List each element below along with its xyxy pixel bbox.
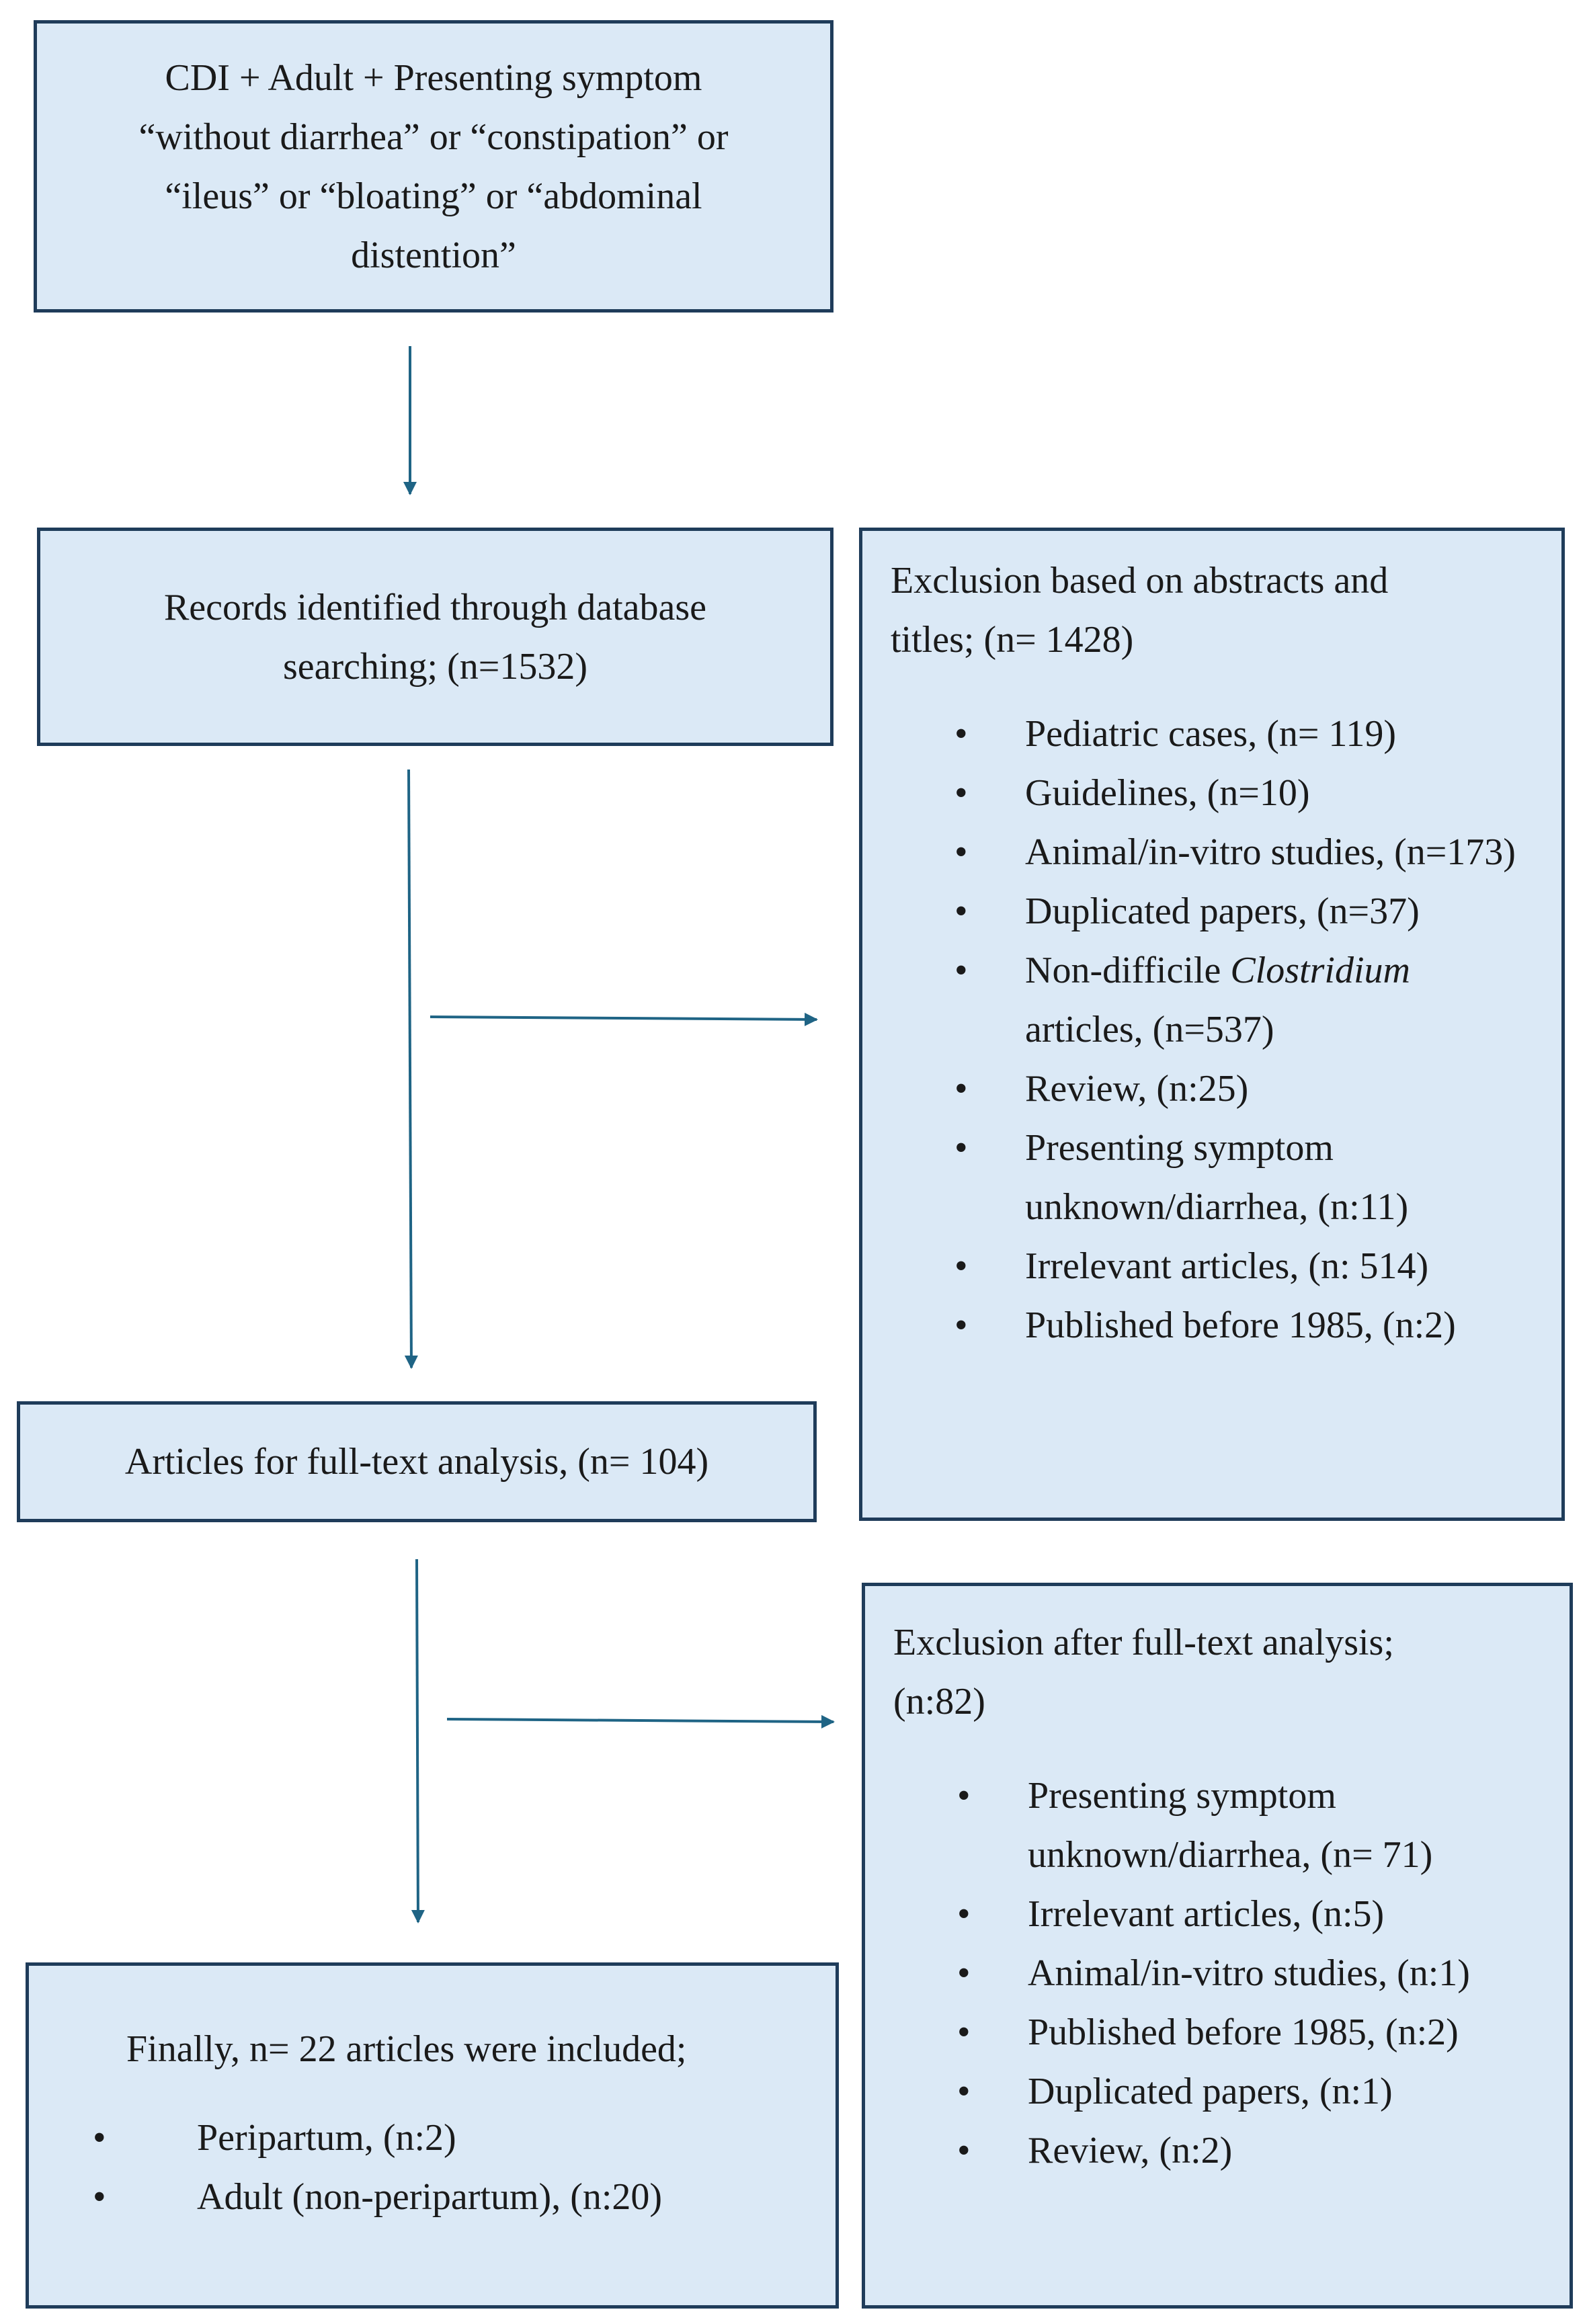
list-item: Presenting symptom unknown/diarrhea, (n=… [893,1766,1543,1884]
included-heading: Finally, n= 22 articles were included; [126,2028,687,2070]
list-item: Animal/in-vitro studies, (n:1) [893,1944,1543,2003]
list-item: Presenting symptom unknown/diarrhea, (n:… [891,1118,1535,1237]
arrow-to-exclusion2 [446,1714,835,1729]
list-item: Irrelevant articles, (n: 514) [891,1237,1535,1296]
arrow-to-exclusion1 [430,1012,818,1026]
list-item: Published before 1985, (n:2) [891,1296,1535,1355]
arrow-records-to-fulltext [404,769,418,1369]
records-line-1: Records identified through database [163,586,707,628]
articles-count-text: articles, (n=537) [1025,1009,1274,1050]
search-criteria-box: CDI + Adult + Presenting symptom “withou… [34,20,833,313]
list-item: Irrelevant articles, (n:5) [893,1884,1543,1944]
list-item: Review, (n:25) [891,1059,1535,1118]
exclusion1-heading-line-1: Exclusion based on abstracts and [891,560,1389,601]
list-item: Duplicated papers, (n=37) [891,882,1535,941]
list-item: Animal/in-vitro studies, (n=173) [891,823,1535,882]
fulltext-analysis-box: Articles for full-text analysis, (n= 104… [17,1401,817,1522]
records-line-2: searching; (n=1532) [282,645,587,688]
exclusion2-heading-line-2: (n:82) [893,1681,985,1723]
non-difficile-text: Non-difficile [1025,950,1221,991]
exclusion1-heading-line-2: titles; (n= 1428) [891,619,1134,661]
included-list: Peripartum, (n:2) Adult (non-peripartum)… [29,2108,809,2227]
list-item: Duplicated papers, (n:1) [893,2062,1543,2121]
search-line-3: “ileus” or “bloating” or “abdominal [165,175,702,217]
records-identified-box: Records identified through database sear… [37,528,833,746]
exclusion2-list: Presenting symptom unknown/diarrhea, (n=… [893,1766,1543,2180]
search-line-2: “without diarrhea” or “constipation” or [138,116,729,158]
included-articles-box: Finally, n= 22 articles were included; P… [26,1962,839,2309]
list-item: Pediatric cases, (n= 119) [891,704,1535,763]
exclusion-fulltext-box: Exclusion after full-text analysis; (n:8… [862,1583,1573,2309]
list-item: Adult (non-peripartum), (n:20) [29,2167,809,2227]
list-item: Published before 1985, (n:2) [893,2003,1543,2062]
fulltext-label: Articles for full-text analysis, (n= 104… [124,1441,709,1483]
list-item: Peripartum, (n:2) [29,2108,809,2167]
clostridium-text: Clostridium [1230,950,1410,991]
exclusion-abstracts-box: Exclusion based on abstracts and titles;… [859,528,1565,1521]
exclusion1-list: Pediatric cases, (n= 119) Guidelines, (n… [891,704,1535,1355]
list-item: Non-difficile Clostridium articles, (n=5… [891,941,1535,1059]
search-line-4: distention” [351,234,516,276]
arrow-fulltext-to-included [411,1559,425,1923]
exclusion2-heading-line-1: Exclusion after full-text analysis; [893,1622,1394,1663]
search-line-1: CDI + Adult + Presenting symptom [165,56,702,99]
list-item: Guidelines, (n=10) [891,763,1535,823]
list-item: Review, (n:2) [893,2121,1543,2180]
